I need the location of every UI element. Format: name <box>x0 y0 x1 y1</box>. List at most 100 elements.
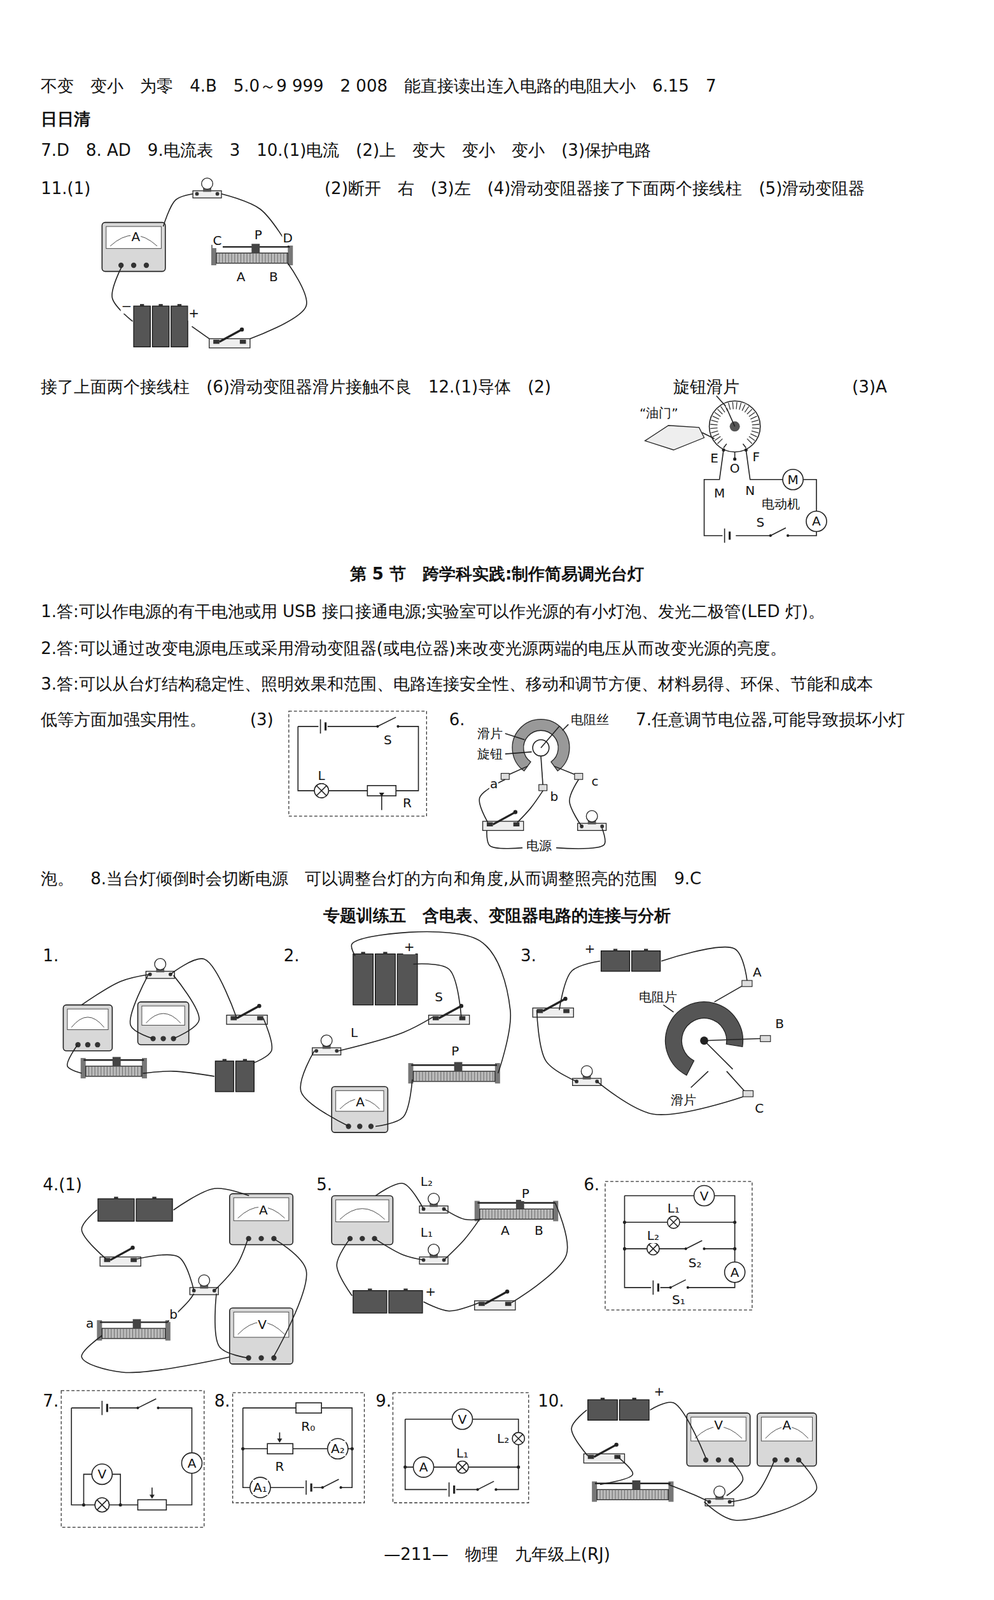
wire <box>167 1293 195 1323</box>
section-heading: 第 5 节 跨学科实践:制作简易调光台灯 <box>350 564 645 585</box>
wire <box>81 974 150 1006</box>
wire <box>300 1051 349 1127</box>
meter-face <box>691 1417 747 1442</box>
coil-turn <box>525 1209 526 1220</box>
coil-turn <box>609 1489 610 1500</box>
lamp-bulb <box>428 1193 440 1206</box>
switch-clip <box>432 1016 440 1021</box>
meter-terminal <box>85 1042 91 1048</box>
meter-body <box>101 222 165 272</box>
circuit-wire <box>505 733 525 741</box>
coil-turn <box>664 1489 665 1500</box>
dial-tick <box>752 427 760 429</box>
switch-blade <box>322 1479 340 1488</box>
switch-blade <box>493 812 516 825</box>
switch-blade <box>670 1280 686 1288</box>
coil-turn <box>500 1209 502 1220</box>
cell-short-plate <box>324 722 327 731</box>
lamp-bulb <box>320 1035 333 1047</box>
dial-tick <box>735 402 737 410</box>
dial-tick <box>721 406 725 413</box>
wire <box>143 1071 215 1077</box>
figure-label: A <box>187 1456 198 1472</box>
lamp-bulb <box>714 1486 726 1498</box>
lamp-base <box>577 823 607 831</box>
figure-label: A <box>418 1459 429 1476</box>
coil-turn <box>602 1489 604 1500</box>
circuit-wire <box>540 756 543 786</box>
circuit-wire <box>624 1196 735 1288</box>
coil-turn <box>140 1066 142 1077</box>
coil-turn <box>105 1328 106 1339</box>
answer-text: 7. <box>42 1392 59 1413</box>
meter-face <box>233 1198 289 1222</box>
coil-turn <box>428 1071 429 1082</box>
meter-symbol <box>456 1461 469 1474</box>
meter-body <box>229 1193 293 1245</box>
figure-label: 滑片 <box>476 726 504 742</box>
wire <box>486 830 523 849</box>
meter-symbol <box>91 1464 112 1485</box>
coil-turn <box>126 1328 127 1339</box>
dial-tick <box>714 412 721 417</box>
figure-label: V <box>699 1188 710 1204</box>
coil-turn <box>599 1489 601 1500</box>
switch-clip <box>213 339 220 344</box>
wire <box>214 1239 249 1292</box>
figure-label: 电动机 <box>761 496 801 512</box>
switch-handle <box>614 1443 618 1448</box>
coil-turn <box>491 1209 492 1220</box>
terminal <box>742 1090 753 1098</box>
figure-label: V <box>457 1412 468 1428</box>
junction <box>516 1466 520 1470</box>
figure-label: R <box>274 1459 285 1475</box>
lamp-cross <box>649 1244 658 1253</box>
section-heading: 日日清 <box>40 109 91 130</box>
meter-face <box>233 1312 289 1338</box>
wire <box>136 1254 195 1291</box>
lamp-terminal <box>334 1049 339 1054</box>
circuit-wire <box>562 724 569 732</box>
junction <box>403 1466 407 1470</box>
answer-text: (3) <box>250 710 274 731</box>
answer-text: 7.D 8. AD 9.电流表 3 10.(1)电流 (2)上 变大 变小 变小… <box>40 141 651 161</box>
lamp-base <box>145 971 175 979</box>
coil-turn <box>528 1209 529 1220</box>
wire <box>336 1239 352 1297</box>
meter-face <box>141 1006 185 1026</box>
coil-turn <box>264 253 266 264</box>
junction <box>119 1503 123 1507</box>
meter-symbol <box>512 1433 525 1446</box>
switch-clip <box>239 339 247 344</box>
figure-label: L₁ <box>666 1200 681 1217</box>
answer-text: 2. <box>283 946 300 966</box>
terminal <box>760 1036 771 1043</box>
pedal <box>645 425 705 450</box>
coil-turn <box>489 1071 490 1082</box>
lamp-cross <box>669 1218 678 1227</box>
coil-turn <box>141 1328 142 1339</box>
coil-turn <box>666 1489 668 1500</box>
circuit-wire <box>624 1248 735 1250</box>
coil-turn <box>636 1489 637 1500</box>
coil-turn <box>129 1328 130 1339</box>
coil-turn <box>159 1328 161 1339</box>
meter-symbol <box>327 1438 349 1460</box>
coil-turn <box>91 1066 93 1077</box>
coil-turn <box>519 1209 520 1220</box>
figure-label: L₁ <box>420 1225 434 1241</box>
meter-terminal <box>131 262 137 268</box>
figure-label: S <box>755 514 765 531</box>
battery-cell <box>215 1061 234 1092</box>
answer-frame <box>392 1393 529 1504</box>
junction <box>82 1503 86 1507</box>
figure-label: M <box>786 472 799 488</box>
switch-contact <box>396 725 399 728</box>
answer-text: 2.答:可以通过改变电源电压或采用滑动变阻器(或电位器)来改变光源两端的电压从而… <box>40 638 787 659</box>
answer-text: 9. <box>375 1392 392 1413</box>
coil-turn <box>434 1071 436 1082</box>
figure-label: 滑片 <box>670 1092 697 1108</box>
wire <box>517 791 543 823</box>
meter-terminal <box>160 1036 166 1042</box>
circuit-wire <box>803 479 817 512</box>
